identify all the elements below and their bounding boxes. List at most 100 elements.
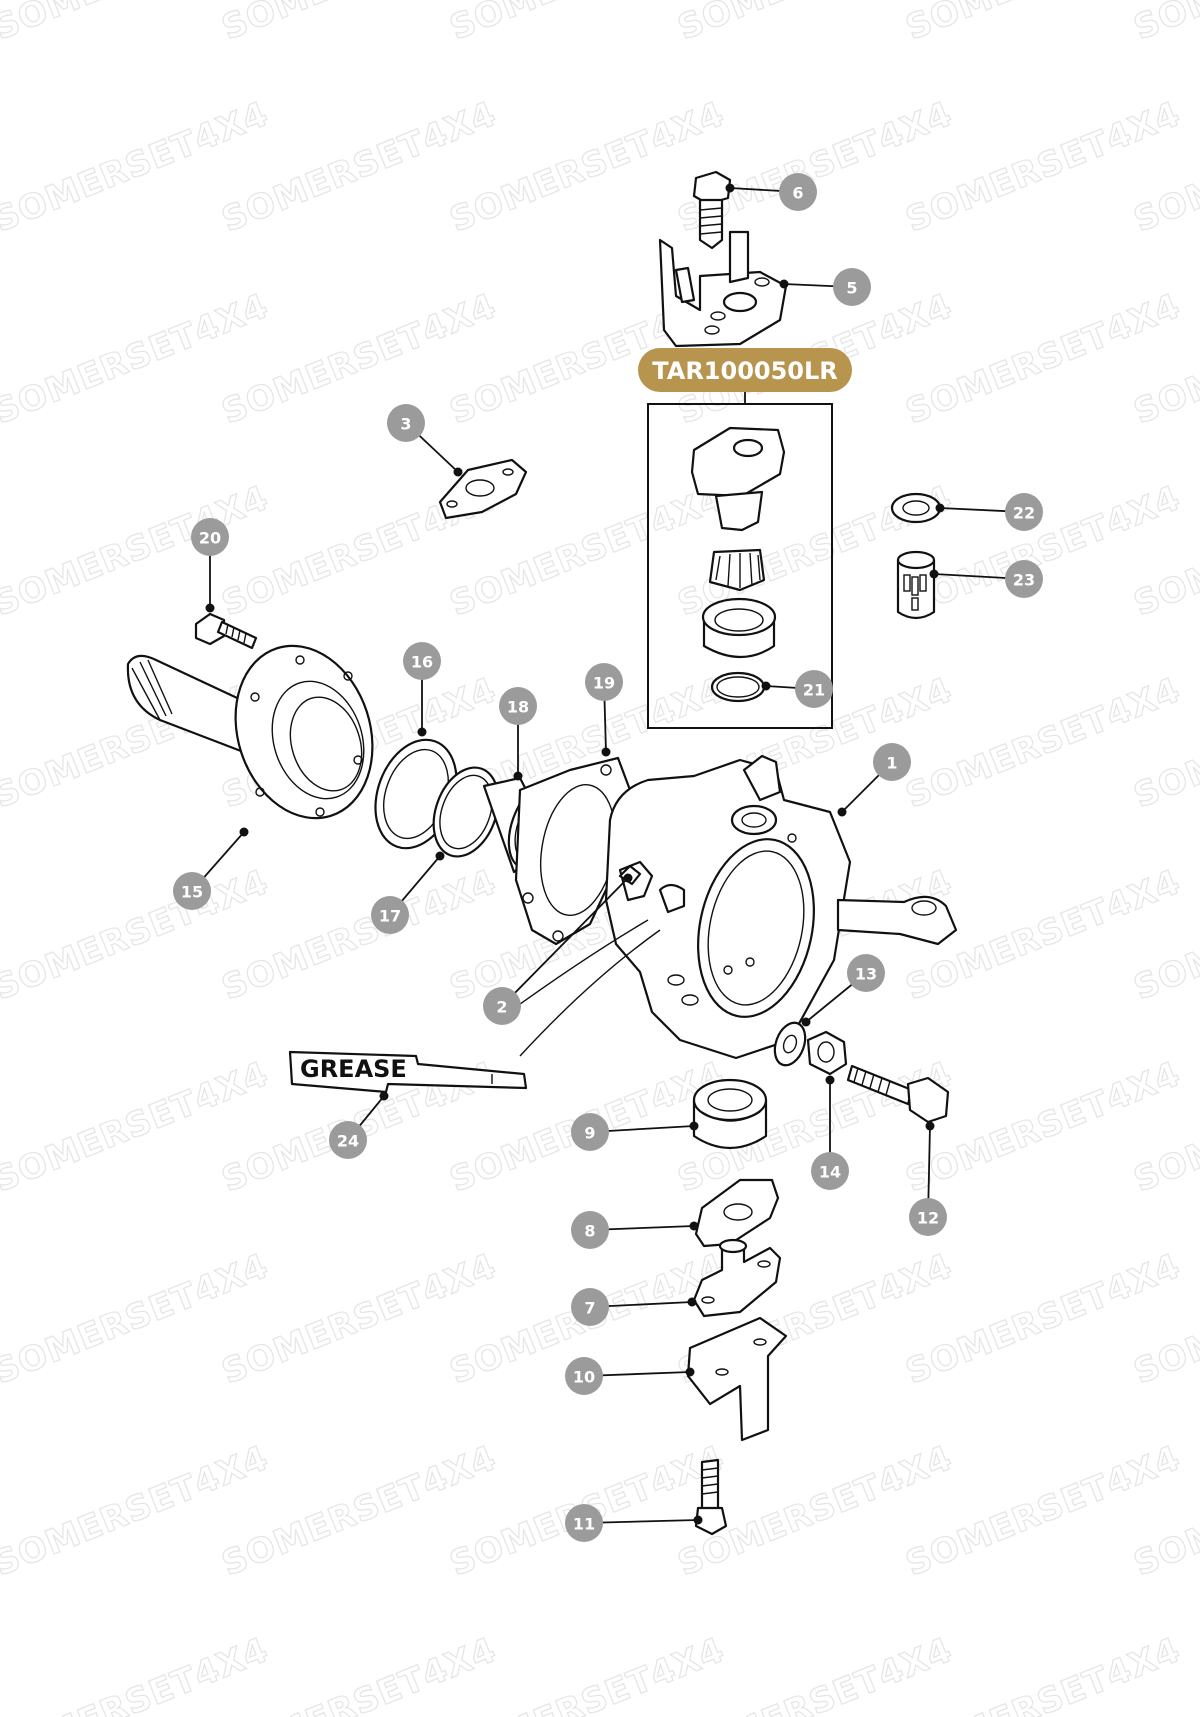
callout-anchor-dot <box>685 1367 695 1377</box>
callout-circle <box>371 896 409 934</box>
callout-number: 15 <box>181 883 203 902</box>
callout-leader-line <box>583 1519 699 1524</box>
part-21-o-ring <box>710 671 766 703</box>
callout-circle <box>387 404 425 442</box>
callout-anchor-dot <box>687 1297 697 1307</box>
callout-anchor-dot <box>925 1121 935 1131</box>
part-12-lock-stop-bolt <box>846 1064 950 1124</box>
callout-anchor-dot <box>801 1017 811 1027</box>
callout-number: 16 <box>411 653 433 672</box>
callout-anchor-dot <box>513 771 523 781</box>
callout-circle <box>403 642 441 680</box>
callout-anchor-dot <box>453 467 463 477</box>
callout-circle <box>571 1113 609 1151</box>
callout-23[interactable]: 23 <box>929 560 1044 598</box>
callout-anchor-dot <box>935 503 945 513</box>
callout-8[interactable]: 8 <box>571 1211 699 1249</box>
kit-bearing-cup <box>701 597 777 658</box>
callout-number: 24 <box>337 1132 359 1151</box>
callout-leader-line <box>501 877 629 1007</box>
kit-part-number: TAR100050LR <box>652 357 838 385</box>
callout-number: 23 <box>1013 571 1035 590</box>
callout-anchor-dot <box>689 1221 699 1231</box>
callout-20[interactable]: 20 <box>191 518 229 613</box>
callout-circle <box>329 1121 367 1159</box>
callout-number: 11 <box>573 1515 595 1534</box>
part-1-swivel-housing <box>497 754 958 1060</box>
callout-19[interactable]: 19 <box>585 663 623 757</box>
callout-anchor-dot <box>837 807 847 817</box>
callout-10[interactable]: 10 <box>565 1357 695 1395</box>
callout-number: 13 <box>855 965 877 984</box>
callout-circle <box>565 1357 603 1395</box>
callout-number: 12 <box>917 1209 939 1228</box>
callout-18[interactable]: 18 <box>499 687 537 781</box>
kit-badge-background <box>638 348 852 392</box>
callout-circle <box>173 872 211 910</box>
callout-22[interactable]: 22 <box>935 493 1044 531</box>
callout-circle <box>833 268 871 306</box>
callout-anchor-dot <box>693 1515 703 1525</box>
part-6-bolt <box>692 170 732 250</box>
part-20-bolt <box>194 612 258 650</box>
callout-anchor-dot <box>623 873 633 883</box>
part-10-lock-plate <box>686 1316 788 1442</box>
kit-taper-bearing <box>708 548 766 592</box>
part-8-lower-shim <box>694 1178 780 1248</box>
callout-number: 14 <box>819 1163 841 1182</box>
part-13-washer <box>773 1021 807 1067</box>
callout-3[interactable]: 3 <box>387 404 463 477</box>
callout-anchor-dot <box>379 1091 389 1101</box>
watermark-text: SOMERSET4X4 <box>1128 0 1200 48</box>
callout-13[interactable]: 13 <box>801 954 886 1027</box>
callout-number: 19 <box>593 674 615 693</box>
callout-12[interactable]: 12 <box>909 1121 947 1237</box>
callout-circle <box>873 743 911 781</box>
callout-anchor-dot <box>761 681 771 691</box>
callout-15[interactable]: 15 <box>173 827 249 911</box>
part-17-seal-ring <box>432 766 500 858</box>
callout-number: 2 <box>496 998 507 1017</box>
callout-circle <box>191 518 229 556</box>
callout-anchor-dot <box>689 1121 699 1131</box>
callout-number: 18 <box>507 698 529 717</box>
callout-anchor-dot <box>779 279 789 289</box>
callout-11[interactable]: 11 <box>565 1504 703 1542</box>
callout-circle <box>571 1288 609 1326</box>
callout-6[interactable]: 6 <box>725 173 818 211</box>
callout-5[interactable]: 5 <box>779 268 872 306</box>
kit-part-number-badge[interactable]: TAR100050LR <box>638 348 852 392</box>
callout-anchor-dot <box>205 603 215 613</box>
callout-anchor-dot <box>929 569 939 579</box>
callout-circle <box>779 173 817 211</box>
callout-number: 6 <box>792 184 803 203</box>
callout-number: 8 <box>584 1222 595 1241</box>
part-22-seal <box>890 492 942 524</box>
callout-16[interactable]: 16 <box>403 642 441 737</box>
callout-number: 20 <box>199 529 221 548</box>
callout-14[interactable]: 14 <box>811 1075 849 1191</box>
callout-17[interactable]: 17 <box>371 851 445 935</box>
callout-number: 22 <box>1013 504 1035 523</box>
callout-21[interactable]: 21 <box>761 670 834 708</box>
callout-circle <box>795 670 833 708</box>
callout-circle <box>571 1211 609 1249</box>
callout-1[interactable]: 1 <box>837 743 912 817</box>
kit-swivel-pin <box>690 426 786 532</box>
callout-7[interactable]: 7 <box>571 1288 697 1326</box>
callout-anchor-dot <box>825 1075 835 1085</box>
part-14-nut <box>806 1030 848 1076</box>
callout-number: 21 <box>803 681 825 700</box>
callout-24[interactable]: 24 <box>329 1091 389 1160</box>
part-7-lower-pin <box>692 1238 782 1318</box>
callout-number: 1 <box>886 754 897 773</box>
callout-circle <box>585 663 623 701</box>
callout-number: 5 <box>846 279 857 298</box>
callout-9[interactable]: 9 <box>571 1113 699 1151</box>
callout-anchor-dot <box>417 727 427 737</box>
callout-number: 10 <box>573 1368 595 1387</box>
part-19-gasket <box>514 756 632 946</box>
callout-2[interactable]: 2 <box>483 873 633 1026</box>
part-9-bearing <box>692 1078 768 1150</box>
